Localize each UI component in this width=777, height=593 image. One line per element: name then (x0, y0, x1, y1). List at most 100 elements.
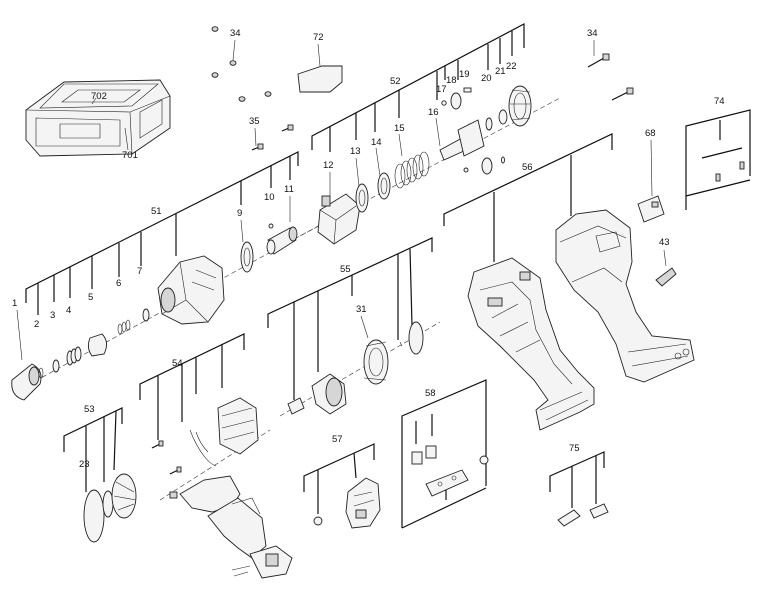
label-12: 12 (323, 160, 334, 171)
label-15: 15 (394, 123, 405, 134)
label-20: 20 (481, 73, 492, 84)
carry-case (25, 79, 171, 157)
part-3-oring (52, 359, 60, 373)
part-16-spindle (439, 119, 485, 161)
part-51-gear-housing (157, 255, 225, 325)
part-58-terminal (425, 469, 469, 497)
label-54: 54 (172, 358, 183, 369)
part-7-ring (142, 308, 150, 322)
screws-34-left (211, 26, 272, 102)
part-9-washer (240, 241, 254, 273)
label-74: 74 (714, 96, 725, 107)
part-54-screws (151, 440, 182, 475)
label-68: 68 (645, 128, 656, 139)
label-16: 16 (428, 107, 439, 118)
bracket-75 (549, 451, 605, 508)
label-34-left: 34 (230, 28, 241, 39)
label-13: 13 (350, 146, 361, 157)
bracket-52 (311, 23, 525, 152)
label-1: 1 (12, 298, 17, 309)
part-55-rotor (287, 373, 347, 415)
part-55-fan (408, 321, 424, 355)
bracket-54 (139, 333, 245, 440)
label-55: 55 (340, 264, 351, 275)
label-14: 14 (371, 137, 382, 148)
label-43: 43 (659, 237, 670, 248)
part-10-ball (268, 223, 274, 229)
part-20-ring (485, 117, 493, 131)
label-4: 4 (66, 305, 71, 316)
part-68-switch (637, 195, 665, 223)
part-56-housing-right (555, 209, 695, 383)
part-53-ring (102, 490, 114, 518)
part-75-clip-left (557, 509, 581, 527)
label-35: 35 (249, 116, 260, 127)
part-56-housing-left (467, 257, 595, 431)
part-2-ring (38, 367, 44, 379)
part-18-planet-gear (450, 92, 505, 175)
label-plate-72 (297, 65, 343, 93)
part-54-wires (189, 429, 217, 467)
part-21-washer (498, 109, 508, 125)
label-3: 3 (50, 310, 55, 321)
label-17: 17 (436, 84, 447, 95)
label-51: 51 (151, 206, 162, 217)
label-5: 5 (88, 292, 93, 303)
part-54-trigger (169, 475, 293, 579)
label-56: 56 (522, 162, 533, 173)
part-74-rod (701, 147, 743, 159)
label-72: 72 (313, 32, 324, 43)
label-58: 58 (425, 388, 436, 399)
part-19-pin (463, 87, 472, 93)
label-23: 23 (79, 459, 90, 470)
part-22-ring-gear (508, 85, 532, 127)
part-31-stator (363, 339, 389, 385)
label-34-right: 34 (587, 28, 598, 39)
bracket-53 (63, 407, 123, 492)
part-14-washer (377, 172, 391, 200)
bracket-55 (267, 237, 433, 400)
part-75-clip-right (589, 503, 609, 519)
part-54-controller (217, 397, 259, 455)
label-19: 19 (459, 69, 470, 80)
label-11: 11 (284, 184, 294, 195)
part-53-fan (111, 473, 137, 519)
label-2: 2 (34, 319, 39, 330)
label-7: 7 (137, 266, 142, 277)
part-57-button (313, 516, 323, 526)
part-17-ball (441, 100, 447, 106)
part-74-pins (715, 161, 745, 182)
part-13-spring (355, 183, 369, 213)
label-6: 6 (116, 278, 121, 289)
label-701: 701 (122, 150, 138, 161)
bracket-74 (685, 109, 751, 210)
screws-34-right (587, 53, 634, 101)
label-702: 702 (91, 91, 107, 102)
part-23-fan-disk (83, 489, 105, 543)
label-75: 75 (569, 443, 580, 454)
label-18: 18 (446, 75, 457, 86)
part-58-nut (479, 455, 489, 465)
bracket-56 (443, 133, 613, 262)
label-52: 52 (390, 76, 401, 87)
bracket-57 (303, 443, 375, 514)
part-43-lever (655, 267, 677, 287)
label-10: 10 (264, 192, 275, 203)
part-58-connectors (411, 445, 437, 465)
label-9: 9 (237, 208, 242, 219)
part-57-side-cover (345, 477, 381, 529)
part-15-spring (394, 151, 430, 189)
label-57: 57 (332, 434, 343, 445)
label-31: 31 (356, 304, 367, 315)
label-22: 22 (506, 61, 517, 72)
part-12-hammer (317, 193, 361, 245)
part-5-sleeve (87, 333, 107, 357)
part-4-spring (66, 346, 82, 366)
part-11-anvil (266, 226, 298, 255)
label-21: 21 (495, 66, 506, 77)
bracket-51 (25, 151, 299, 315)
part-6-spring (117, 319, 131, 335)
screws-35 (251, 124, 294, 151)
part-17b-ball (463, 167, 469, 173)
